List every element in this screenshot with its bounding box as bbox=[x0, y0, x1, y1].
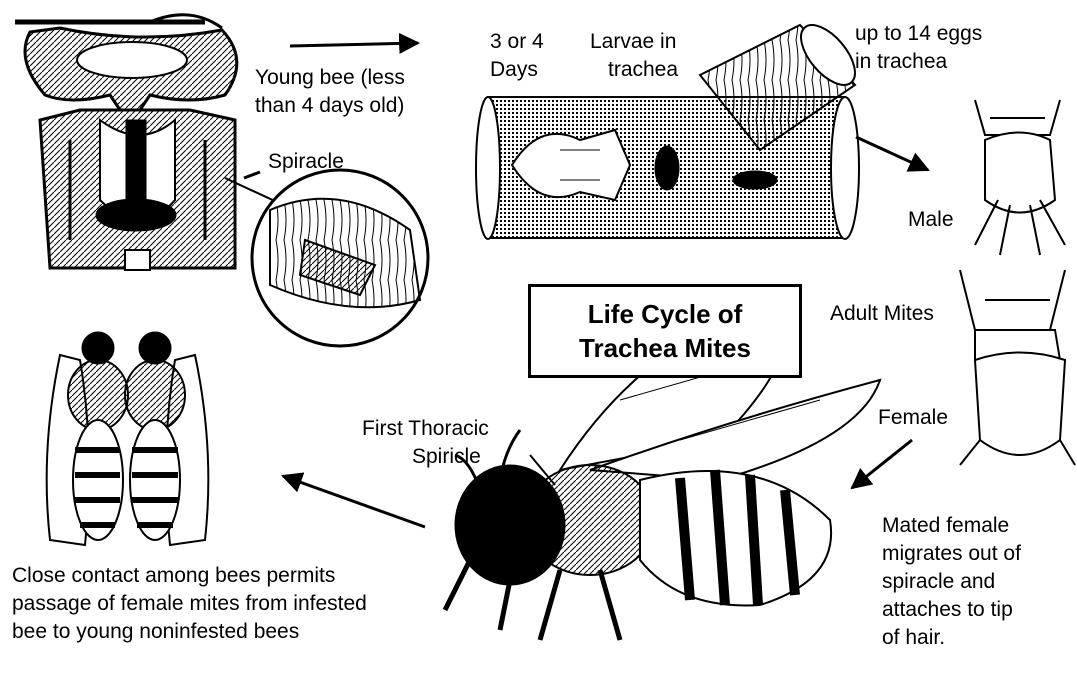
mated-female-label-line5: of hair. bbox=[882, 624, 945, 651]
young-bee-label-line1: Young bee (less bbox=[255, 64, 405, 91]
eggs-label-line1: up to 14 eggs bbox=[855, 20, 982, 47]
thoracic-label-line1: First Thoracic bbox=[362, 415, 489, 442]
mated-female-label-line3: spiracle and bbox=[882, 568, 995, 595]
spiracle-magnified-view bbox=[225, 170, 428, 346]
female-label: Female bbox=[878, 404, 948, 431]
title-line2: Trachea Mites bbox=[579, 331, 751, 365]
young-bee-label-line2: than 4 days old) bbox=[255, 92, 404, 119]
young-bee-thorax-illustration bbox=[15, 15, 237, 270]
arrow-bee-to-trachea bbox=[290, 43, 418, 46]
male-label: Male bbox=[908, 206, 954, 233]
mated-female-label-line1: Mated female bbox=[882, 512, 1009, 539]
mated-female-label-line4: attaches to tip bbox=[882, 596, 1013, 623]
arrow-trachea-to-adults bbox=[856, 137, 928, 170]
male-mite-illustration bbox=[975, 100, 1065, 255]
days-label-line2: Days bbox=[490, 56, 538, 83]
arrow-female-to-bee bbox=[852, 440, 912, 488]
adult-mites-label: Adult Mites bbox=[830, 300, 934, 327]
spiracle-pointer bbox=[244, 172, 260, 178]
title-line1: Life Cycle of bbox=[588, 297, 743, 331]
larvae-label-line2: trachea bbox=[608, 56, 678, 83]
contact-label-line3: bee to young noninfested bees bbox=[12, 618, 299, 645]
arrow-bee-to-contact bbox=[283, 476, 425, 527]
contact-label-line2: passage of female mites from infested bbox=[12, 590, 367, 617]
thoracic-label-line2: Spiricle bbox=[412, 443, 481, 470]
diagram-title-box: Life Cycle of Trachea Mites bbox=[528, 284, 802, 378]
mated-female-label-line2: migrates out of bbox=[882, 540, 1021, 567]
contact-label-line1: Close contact among bees permits bbox=[12, 562, 335, 589]
female-mite-illustration bbox=[960, 270, 1075, 465]
days-label-line1: 3 or 4 bbox=[490, 28, 544, 55]
larvae-label-line1: Larvae in bbox=[590, 28, 676, 55]
bees-in-contact-illustration bbox=[47, 332, 209, 545]
eggs-label-line2: in trachea bbox=[855, 48, 947, 75]
spiracle-label: Spiracle bbox=[268, 148, 344, 175]
